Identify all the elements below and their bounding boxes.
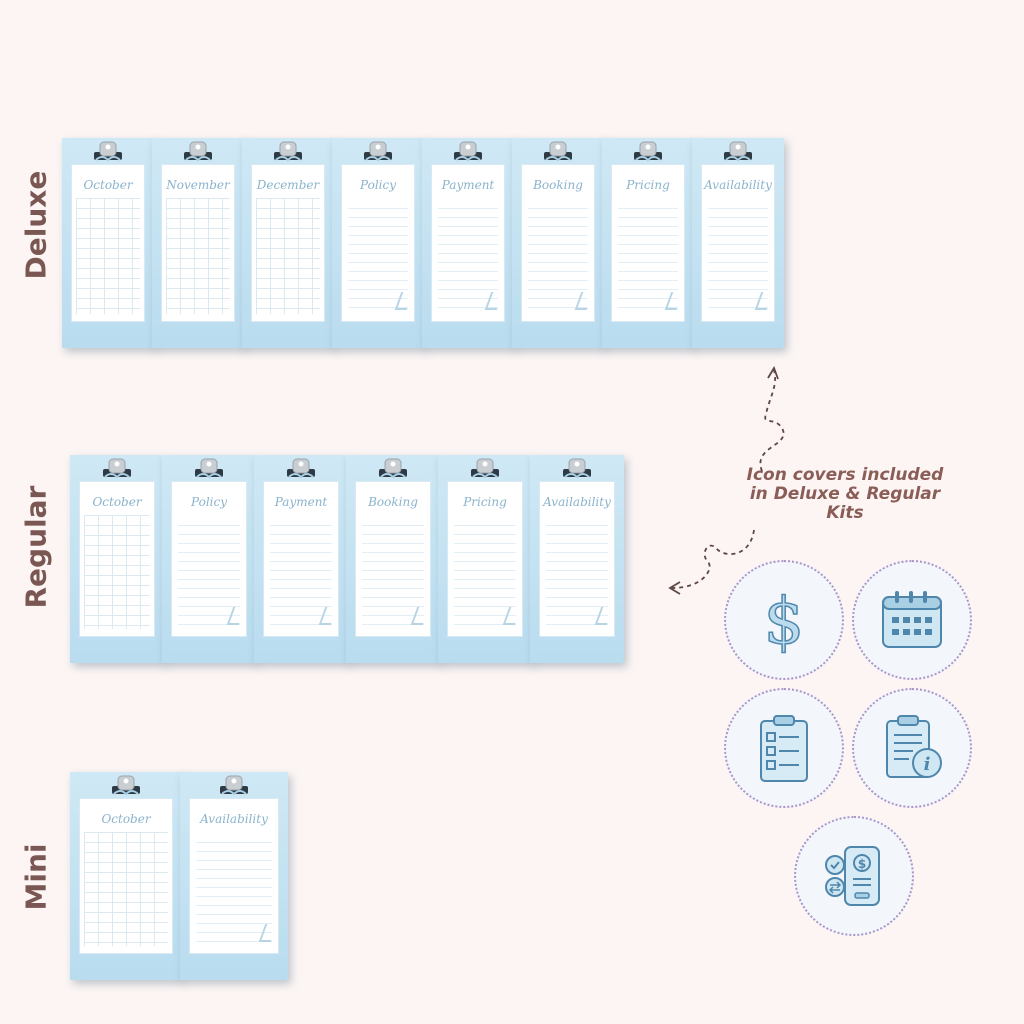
form-lines — [438, 200, 498, 312]
regular-cards: October Policy Payment Booking Pricing Availa… — [70, 455, 624, 663]
form-lines — [362, 517, 424, 627]
deluxe-card-payment: Payment — [422, 138, 514, 348]
card-title: Booking — [368, 495, 418, 509]
deluxe-card-november: November — [152, 138, 244, 348]
svg-text:$: $ — [764, 585, 805, 657]
regular-card-availability: Availability — [530, 455, 624, 663]
deluxe-card-policy: Policy — [332, 138, 424, 348]
clipboard-clip-icon — [94, 141, 122, 162]
clipboard-clip-icon — [379, 458, 407, 479]
regular-card-october: October — [70, 455, 164, 663]
deluxe-cards: October November December Policy Payment Book… — [62, 138, 784, 348]
calendar-grid — [84, 832, 168, 946]
calendar-grid — [166, 198, 230, 314]
regular-label: Regular — [19, 485, 53, 609]
deluxe-card-pricing: Pricing — [602, 138, 694, 348]
arrow-up-icon — [759, 366, 785, 472]
svg-text:$: $ — [858, 857, 866, 871]
calendar-icon — [882, 591, 942, 648]
card-title: November — [166, 178, 230, 192]
mini-cards: October Availability — [70, 772, 288, 980]
deluxe-label: Deluxe — [19, 170, 53, 280]
card-title: Pricing — [626, 178, 670, 192]
form-lines — [196, 834, 272, 944]
svg-text:i: i — [924, 754, 931, 775]
clipboard-clip-icon — [274, 141, 302, 162]
form-lines — [178, 517, 240, 627]
card-title: October — [101, 812, 151, 826]
clipboard-clip-icon — [634, 141, 662, 162]
form-lines — [348, 200, 408, 312]
card-title: October — [92, 495, 142, 509]
card-title: Payment — [441, 178, 495, 192]
clipboard-clip-icon — [364, 141, 392, 162]
info-document-icon: i — [886, 715, 942, 778]
deluxe-card-booking: Booking — [512, 138, 604, 348]
deluxe-card-october: October — [62, 138, 154, 348]
mini-label: Mini — [19, 843, 53, 911]
deluxe-card-december: December — [242, 138, 334, 348]
clipboard-clip-icon — [103, 458, 131, 479]
card-title: Availability — [200, 812, 268, 826]
calendar-grid — [76, 198, 140, 314]
clipboard-clip-icon — [563, 458, 591, 479]
card-title: Policy — [191, 495, 227, 509]
regular-card-booking: Booking — [346, 455, 440, 663]
clipboard-clip-icon — [454, 141, 482, 162]
calendar-icon-cover — [852, 560, 972, 680]
card-title: October — [83, 178, 133, 192]
form-lines — [708, 200, 768, 312]
mini-card-availability: Availability — [180, 772, 288, 980]
clipboard-clip-icon — [112, 775, 140, 796]
form-lines — [270, 517, 332, 627]
card-title: Availability — [543, 495, 611, 509]
payment-phone-icon: $ — [825, 846, 880, 906]
calendar-grid — [256, 198, 320, 314]
form-lines — [528, 200, 588, 312]
form-lines — [454, 517, 516, 627]
clipboard-clip-icon — [471, 458, 499, 479]
icon-covers-callout: Icon covers included in Deluxe & Regular… — [746, 465, 944, 523]
card-title: Availability — [704, 178, 772, 192]
card-title: December — [256, 178, 320, 192]
mini-card-october: October — [70, 772, 182, 980]
regular-card-payment: Payment — [254, 455, 348, 663]
form-lines — [618, 200, 678, 312]
card-title: Booking — [533, 178, 583, 192]
info-document-icon-cover: i — [852, 688, 972, 808]
checklist-icon-cover — [724, 688, 844, 808]
form-lines — [546, 517, 608, 627]
card-title: Pricing — [463, 495, 507, 509]
regular-card-policy: Policy — [162, 455, 256, 663]
clipboard-clip-icon — [724, 141, 752, 162]
clipboard-clip-icon — [195, 458, 223, 479]
deluxe-card-availability: Availability — [692, 138, 784, 348]
dollar-icon-cover: $ — [724, 560, 844, 680]
dollar-icon: $ — [763, 584, 805, 657]
arrow-left-icon — [668, 529, 755, 595]
payment-phone-icon-cover: $ — [794, 816, 914, 936]
clipboard-clip-icon — [220, 775, 248, 796]
clipboard-clip-icon — [184, 141, 212, 162]
card-title: Payment — [274, 495, 328, 509]
card-title: Policy — [360, 178, 396, 192]
clipboard-clip-icon — [544, 141, 572, 162]
calendar-grid — [84, 515, 150, 629]
regular-card-pricing: Pricing — [438, 455, 532, 663]
clipboard-clip-icon — [287, 458, 315, 479]
checklist-icon — [760, 715, 808, 782]
